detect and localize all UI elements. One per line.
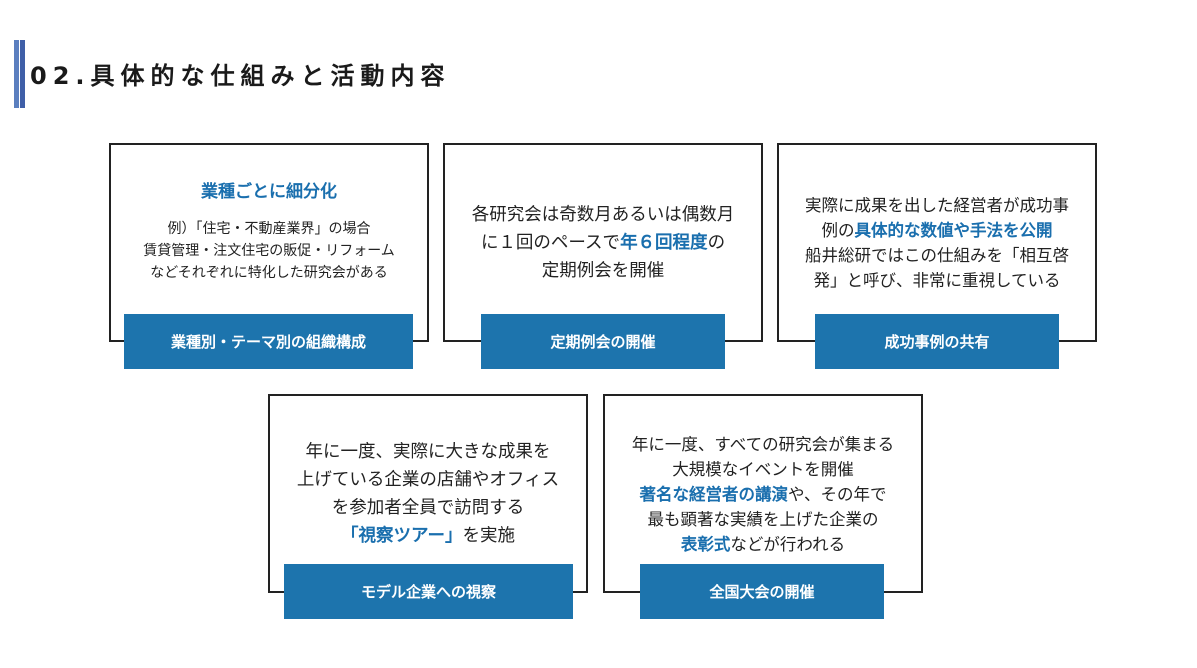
text-segment: 例の [821,221,855,240]
card-success-sharing: 実際に成果を出した経営者が成功事 例の具体的な数値や手法を公開 船井総研ではこの… [777,143,1097,342]
card-body: 各研究会は奇数月あるいは偶数月 に１回のペースで年６回程度の 定期例会を開催 [453,201,753,285]
text-segment: を実施 [462,526,515,546]
text-segment: の [707,233,726,253]
body-line: に１回のペースで年６回程度の [453,229,753,257]
card-heading: 業種ごとに細分化 [201,182,337,202]
page-title: 02.具体的な仕組みと活動内容 [30,62,451,90]
body-line: 定期例会を開催 [541,261,665,281]
card-national-convention: 年に一度、すべての研究会が集まる 大規模なイベントを開催 著名な経営者の講演や、… [603,394,923,593]
title-accent-bar [14,40,19,108]
text-segment: や、その年で [787,485,887,504]
body-line: 各研究会は奇数月あるいは偶数月 [471,205,735,225]
card-description: 例）「住宅・不動産業界」の場合 賃貸管理・注文住宅の販促・リフォーム などそれぞ… [119,218,419,284]
body-line: 大規模なイベントを開催 [672,460,854,479]
text-segment: に１回のペースで [480,233,621,253]
card-body: 実際に成果を出した経営者が成功事 例の具体的な数値や手法を公開 船井総研ではこの… [787,193,1087,293]
highlight-text: 「視察ツアー」 [341,526,463,546]
body-line: 年に一度、実際に大きな成果を [305,442,551,462]
card-regular-meetings: 各研究会は奇数月あるいは偶数月 に１回のペースで年６回程度の 定期例会を開催 [443,143,763,342]
body-line: 発」と呼び、非常に重視している [813,271,1061,290]
card-model-visit: 年に一度、実際に大きな成果を 上げている企業の店舗やオフィス を参加者全員で訪問… [268,394,588,593]
highlight-text: 著名な経営者の講演 [639,485,788,504]
title-accent-bar-dark [20,40,25,108]
body-line: 上げている企業の店舗やオフィス [296,470,560,490]
body-line: 年に一度、すべての研究会が集まる [631,435,895,454]
text-segment: などが行われる [730,535,846,554]
highlight-text: 表彰式 [680,535,731,554]
body-line: 表彰式などが行われる [613,532,913,557]
body-line: 例の具体的な数値や手法を公開 [787,218,1087,243]
body-line: 「視察ツアー」を実施 [278,522,578,550]
body-line: を参加者全員で訪問する [331,498,525,518]
label-national-convention: 全国大会の開催 [640,564,884,619]
body-line: 最も顕著な実績を上げた企業の [647,510,879,529]
label-model-visit: モデル企業への視察 [284,564,573,619]
body-line: 著名な経営者の講演や、その年で [613,482,913,507]
card-body: 年に一度、実際に大きな成果を 上げている企業の店舗やオフィス を参加者全員で訪問… [278,438,578,550]
card-body: 業種ごとに細分化 例）「住宅・不動産業界」の場合 賃貸管理・注文住宅の販促・リフ… [119,177,419,284]
card-industry-segmentation: 業種ごとに細分化 例）「住宅・不動産業界」の場合 賃貸管理・注文住宅の販促・リフ… [109,143,429,342]
body-line: 実際に成果を出した経営者が成功事 [805,196,1069,215]
highlight-text: 具体的な数値や手法を公開 [854,221,1053,240]
label-regular-meetings: 定期例会の開催 [481,314,725,369]
body-line: 船井総研ではこの仕組みを「相互啓 [805,246,1069,265]
highlight-text: 年６回程度 [620,233,708,253]
card-body: 年に一度、すべての研究会が集まる 大規模なイベントを開催 著名な経営者の講演や、… [613,432,913,557]
desc-line: 例）「住宅・不動産業界」の場合 [167,221,371,237]
desc-line: などそれぞれに特化した研究会がある [150,265,388,281]
label-org-structure: 業種別・テーマ別の組織構成 [124,314,413,369]
label-success-sharing: 成功事例の共有 [815,314,1059,369]
desc-line: 賃貸管理・注文住宅の販促・リフォーム [143,243,395,259]
